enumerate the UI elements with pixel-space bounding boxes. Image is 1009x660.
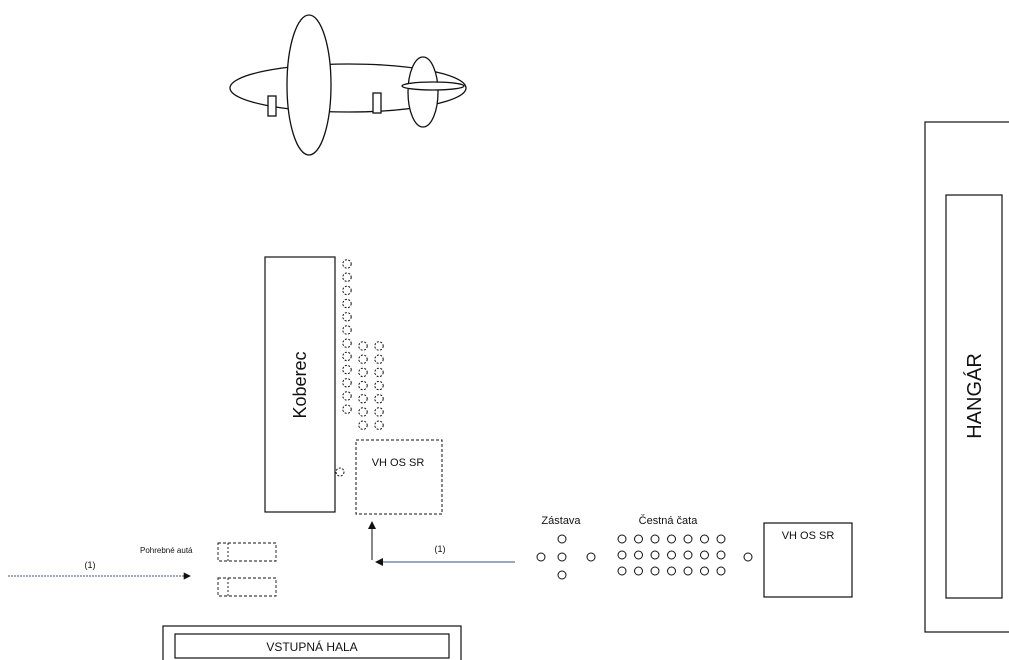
- delegate-marker: [342, 338, 352, 348]
- guard-marker: [617, 534, 627, 544]
- delegate-marker: [374, 367, 384, 378]
- guard-marker: [667, 534, 676, 544]
- route-marker-left: (1): [85, 560, 96, 570]
- delegate-marker: [358, 407, 368, 417]
- carpet-label: Koberec: [290, 351, 310, 418]
- hearse-label: Pohrebné autá: [140, 546, 193, 555]
- route-marker-right: (1): [435, 544, 446, 554]
- guard-marker: [617, 550, 627, 560]
- military-band-area-1: [355, 439, 443, 515]
- airplane-engine-left: [267, 95, 277, 117]
- guard-marker: [667, 566, 676, 576]
- guard-marker: [700, 566, 709, 576]
- entrance-hall-inner: [174, 633, 450, 659]
- guard-marker: [700, 550, 709, 560]
- airplane-engine-right: [372, 92, 382, 114]
- flag-bearer-marker: [557, 534, 567, 544]
- hangar-inner: [945, 194, 1003, 599]
- hearse-vehicles: [217, 542, 277, 597]
- hearse-2: [217, 577, 277, 597]
- airplane-tail: [407, 56, 439, 128]
- guard-marker: [667, 550, 676, 560]
- delegate-marker: [342, 259, 352, 269]
- flag-bearer-marker: [557, 552, 567, 562]
- guard-marker: [650, 534, 660, 544]
- airplane-stabilizer: [401, 81, 465, 91]
- entrance-hall-label: VSTUPNÁ HALA: [266, 639, 357, 654]
- guard-marker: [634, 550, 643, 560]
- flag-bearer-marker: [586, 552, 596, 562]
- honor-guard-formation: [617, 534, 726, 576]
- delegate-marker: [342, 378, 352, 388]
- hangar-label: HANGÁR: [963, 353, 986, 439]
- delegate-marker: [342, 404, 352, 414]
- military-band-label-2: VH OS SR: [782, 530, 835, 542]
- delegate-marker: [342, 391, 352, 401]
- delegate-marker: [374, 420, 384, 430]
- military-band-area-2: [763, 522, 853, 598]
- guard-marker: [617, 566, 627, 576]
- delegation-formation: [335, 259, 384, 477]
- delegate-marker: [358, 394, 368, 404]
- guard-marker: [716, 550, 726, 560]
- hearse-1: [217, 542, 277, 562]
- military-band-label-1: VH OS SR: [372, 457, 425, 469]
- delegate-marker: [342, 351, 352, 362]
- delegate-marker: [374, 394, 384, 404]
- delegate-marker: [374, 407, 384, 417]
- guard-marker: [700, 534, 709, 544]
- flag-label: Zástava: [541, 515, 581, 527]
- delegate-marker: [374, 380, 384, 391]
- guard-marker: [650, 550, 660, 560]
- flag-bearer-marker: [557, 570, 567, 580]
- hangar-outer: [924, 121, 1009, 633]
- delegate-marker: [342, 312, 352, 322]
- flag-bearer-marker: [536, 552, 546, 562]
- guard-marker: [683, 550, 693, 560]
- delegate-marker: [374, 354, 384, 364]
- delegate-marker: [374, 341, 384, 351]
- guard-marker: [683, 534, 693, 544]
- delegate-marker: [342, 285, 352, 296]
- guard-marker: [650, 566, 660, 576]
- commander-position: [743, 552, 753, 562]
- guard-marker: [716, 534, 726, 544]
- delegate-marker: [358, 380, 368, 391]
- delegate-marker: [358, 341, 368, 351]
- guard-marker: [716, 566, 726, 576]
- delegate-marker: [335, 467, 345, 477]
- flag-formation: [536, 534, 596, 580]
- airplane-icon: [229, 14, 467, 156]
- guard-marker: [634, 534, 643, 544]
- delegate-marker: [342, 325, 352, 335]
- delegate-marker: [358, 367, 368, 378]
- delegate-marker: [342, 364, 352, 375]
- carpet-rect: [264, 256, 336, 513]
- honor-guard-label: Čestná čata: [639, 514, 699, 527]
- guard-marker: [634, 566, 643, 576]
- delegate-marker: [358, 420, 368, 430]
- airplane-wing: [286, 14, 332, 156]
- entrance-hall-outer: [162, 625, 462, 660]
- delegate-marker: [358, 354, 368, 364]
- delegate-marker: [342, 298, 352, 309]
- delegate-marker: [342, 272, 352, 282]
- guard-marker: [683, 566, 693, 576]
